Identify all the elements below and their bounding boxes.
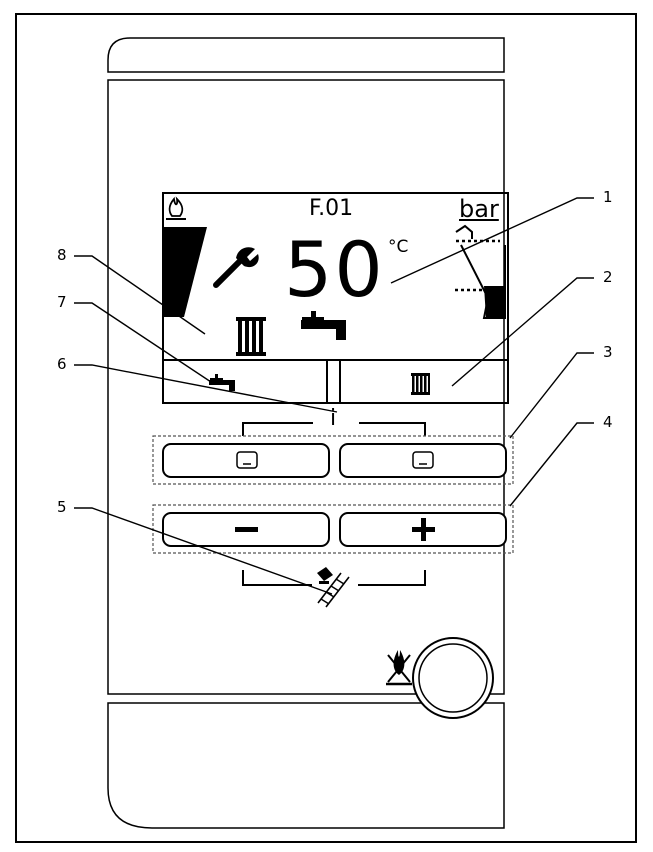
callout-4: 4 [603, 413, 613, 431]
sweep-bracket-right [358, 570, 426, 586]
radiator-icon-softkey [411, 373, 430, 395]
pressure-gauge [455, 224, 506, 319]
callout-8: 8 [57, 246, 67, 264]
figure-frame [15, 13, 637, 843]
chimney-sweep-icon [317, 567, 350, 608]
callout-2: 2 [603, 268, 613, 286]
leader-line-4 [509, 422, 594, 507]
softkey-group-frame [152, 435, 514, 485]
leader-line-1 [390, 197, 594, 284]
leader-line-5 [74, 507, 333, 595]
right-softkey-button[interactable] [339, 443, 507, 478]
info-symbol: i [330, 406, 337, 431]
leader-line-8 [74, 255, 206, 335]
radiator-icon [236, 317, 266, 356]
softkey-icon [236, 451, 258, 469]
left-softkey-button[interactable] [162, 443, 330, 478]
housing-main-panel [107, 79, 505, 695]
wrench-icon [213, 247, 259, 288]
pressure-unit: bar [459, 195, 499, 223]
leader-lines [74, 197, 594, 595]
callout-5: 5 [57, 498, 67, 516]
leader-line-2 [451, 277, 594, 387]
tap-icon [301, 311, 346, 340]
sweep-bracket-left [242, 570, 312, 586]
plusminus-group-frame [152, 504, 514, 554]
temperature-unit: °C [388, 237, 409, 257]
housing-top-cap [107, 37, 505, 73]
warning-flame-icon [386, 650, 412, 686]
lcd-display [162, 192, 509, 404]
callout-6: 6 [57, 355, 67, 373]
info-bracket-left [242, 422, 313, 436]
flame-icon [166, 196, 186, 220]
housing-bottom-cover [107, 702, 505, 829]
temperature-value: 50 [284, 225, 385, 314]
leader-line-7 [74, 302, 212, 383]
minus-icon [235, 527, 258, 532]
callout-1: 1 [603, 188, 613, 206]
burner-output-bar [164, 227, 207, 317]
leader-line-3 [509, 352, 594, 439]
leader-line-6 [74, 364, 338, 413]
softkey-icon [412, 451, 434, 469]
tap-icon-softkey [209, 374, 235, 391]
callout-7: 7 [57, 293, 67, 311]
status-code: F.01 [309, 196, 354, 221]
plus-icon [412, 518, 435, 541]
callout-3: 3 [603, 343, 613, 361]
info-bracket-right [359, 422, 426, 436]
power-knob-inner[interactable] [418, 643, 488, 713]
